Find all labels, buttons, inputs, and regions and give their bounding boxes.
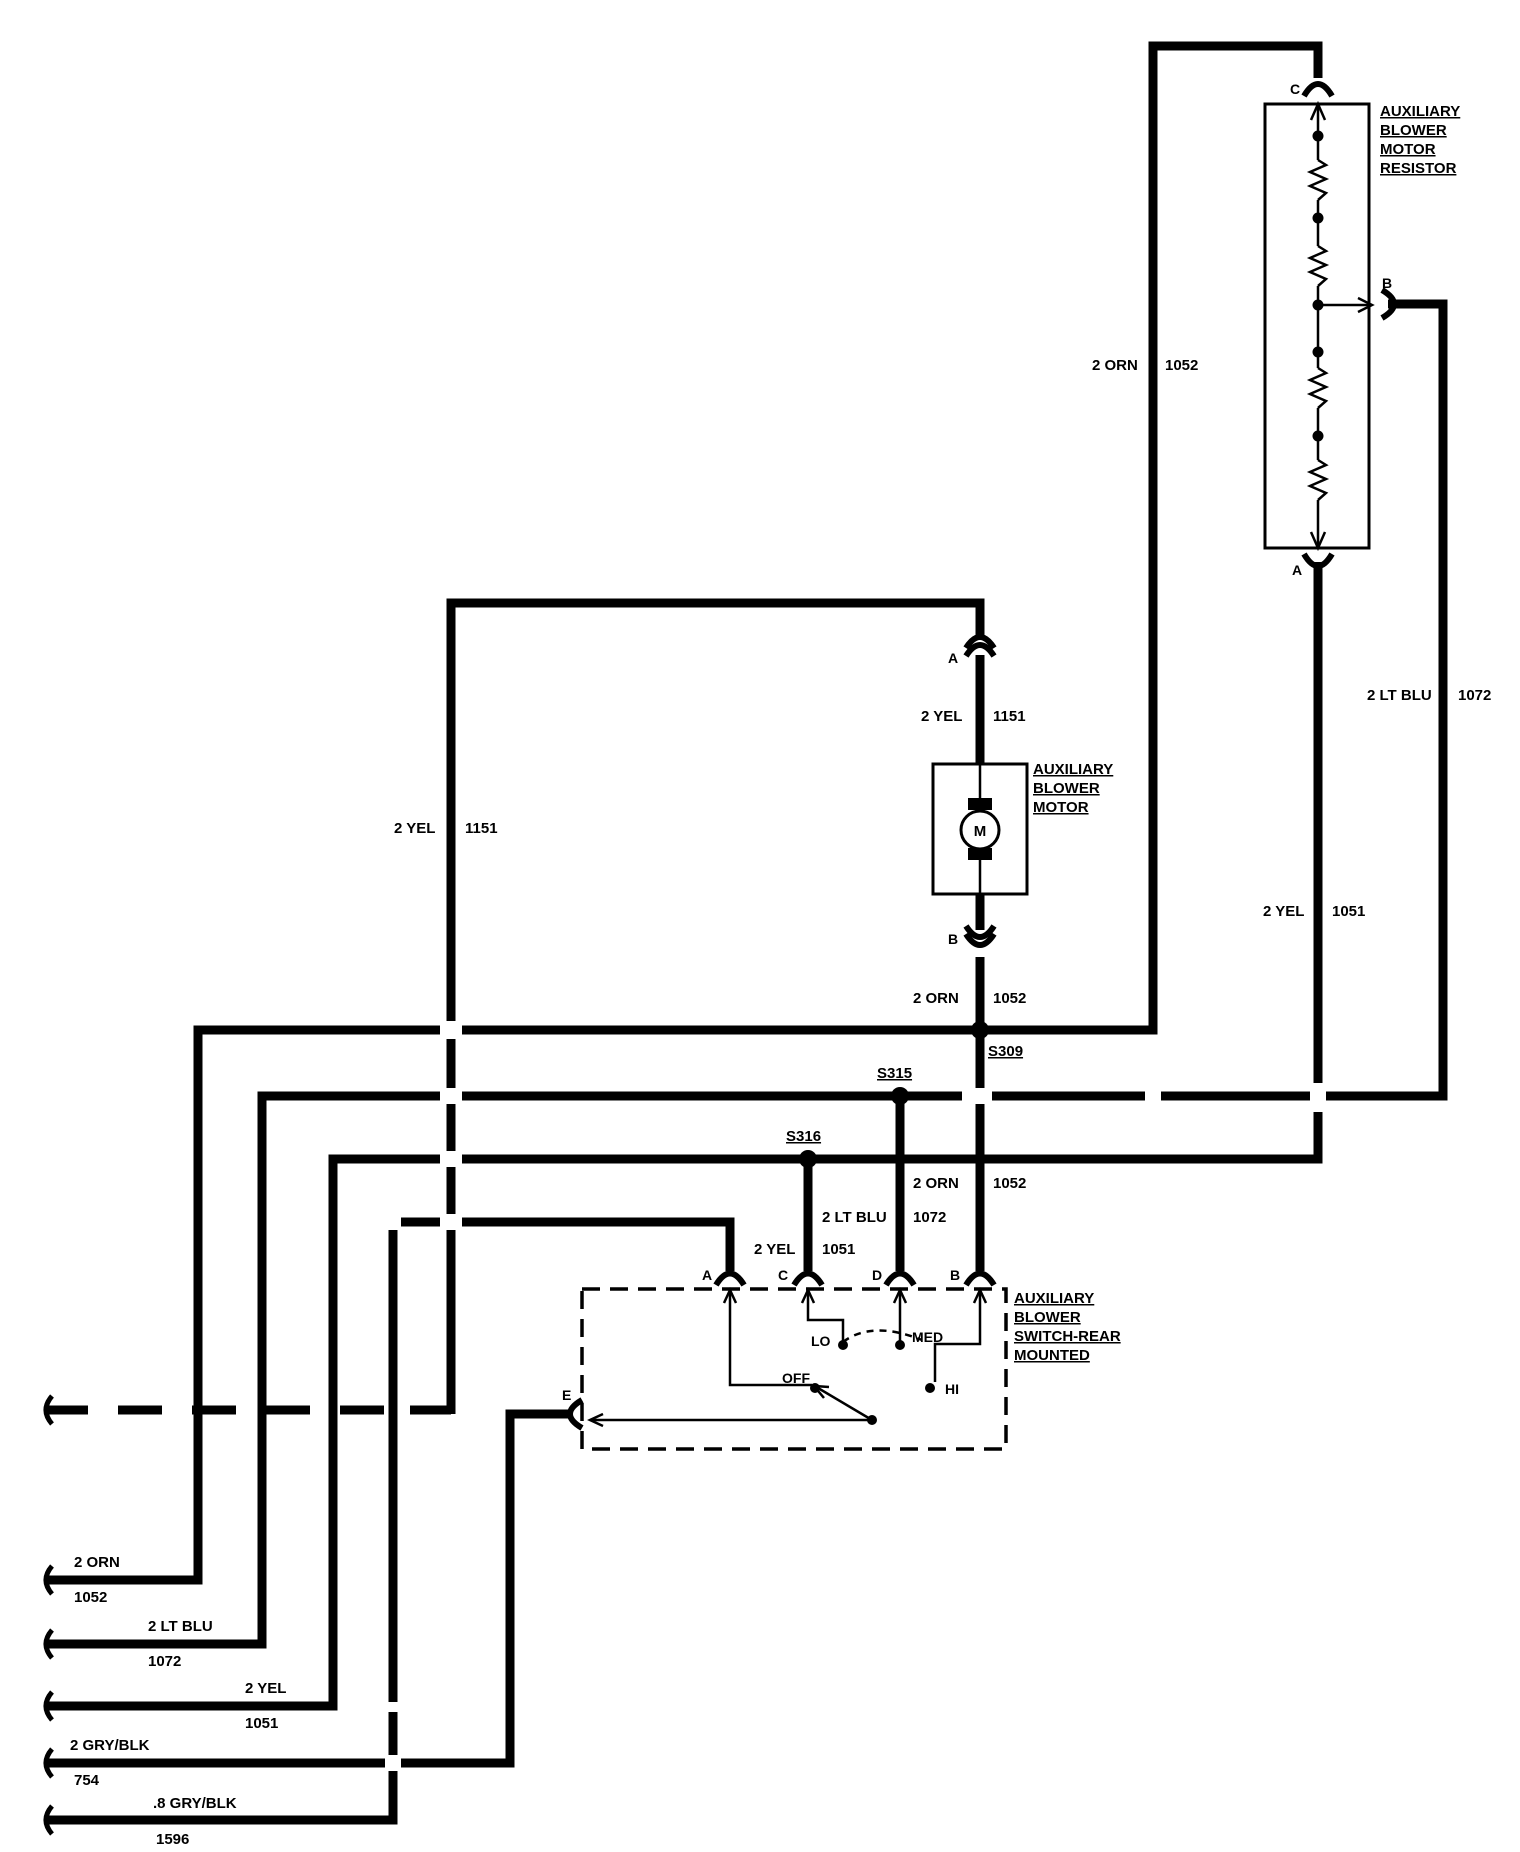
wires bbox=[44, 41, 1448, 1825]
harness-1-color: 2 LT BLU bbox=[148, 1618, 213, 1635]
switch-position-lo: LO bbox=[811, 1333, 831, 1349]
wire-label-yel-switch-circuit: 1051 bbox=[822, 1241, 855, 1258]
switch-pin-e-label: E bbox=[562, 1387, 571, 1403]
wire-label-ltblu-switch-circuit: 1072 bbox=[913, 1209, 946, 1226]
wire-labels: 2 ORN 1052 2 LT BLU 1072 2 YEL 1051 2 YE… bbox=[394, 357, 1491, 1258]
wire-label-yel-switch-color: 2 YEL bbox=[754, 1241, 795, 1258]
harness-3-circuit: 754 bbox=[74, 1772, 100, 1789]
auxiliary-blower-motor: M bbox=[931, 634, 1029, 948]
splice-s316-label: S316 bbox=[786, 1128, 821, 1145]
resistor-label-3: MOTOR bbox=[1380, 141, 1436, 158]
wire-label-orn-motor-circuit: 1052 bbox=[993, 990, 1026, 1007]
wire-label-orn-switch-color: 2 ORN bbox=[913, 1175, 959, 1192]
harness-4-color: .8 GRY/BLK bbox=[153, 1795, 237, 1812]
wire-label-orn-motor-color: 2 ORN bbox=[913, 990, 959, 1007]
wire-label-yel-motor-circuit: 1151 bbox=[993, 708, 1026, 725]
wire-ltblu-1072-right bbox=[988, 299, 1448, 1101]
harness-0-circuit: 1052 bbox=[74, 1589, 107, 1606]
wire-label-ltblu-right-circuit: 1072 bbox=[1458, 687, 1491, 704]
splices: S309 S315 S316 bbox=[786, 1021, 1023, 1168]
resistor-label-1: AUXILIARY bbox=[1380, 103, 1460, 120]
switch-label-1: AUXILIARY bbox=[1014, 1290, 1094, 1307]
motor-label-3: MOTOR bbox=[1033, 799, 1089, 816]
switch-label-2: BLOWER bbox=[1014, 1309, 1081, 1326]
switch-box bbox=[580, 1287, 1008, 1451]
wire-label-yel-right-circuit: 1051 bbox=[1332, 903, 1365, 920]
switch-pin-b bbox=[963, 1270, 997, 1287]
wire-label-ltblu-right-color: 2 LT BLU bbox=[1367, 687, 1432, 704]
harness-4-circuit: 1596 bbox=[156, 1831, 189, 1848]
splice-s309-label: S309 bbox=[988, 1043, 1023, 1060]
switch-pin-b-label: B bbox=[950, 1267, 960, 1283]
splice-s316-dot bbox=[799, 1150, 817, 1168]
resistor-label-2: BLOWER bbox=[1380, 122, 1447, 139]
switch-position-med: MED bbox=[912, 1329, 943, 1345]
wire-ltblu-1072-left bbox=[44, 1091, 970, 1649]
splice-s315-dot bbox=[891, 1087, 909, 1105]
motor-label-2: BLOWER bbox=[1033, 780, 1100, 797]
motor-label-1: AUXILIARY bbox=[1033, 761, 1113, 778]
harness-ends bbox=[43, 1394, 54, 1836]
harness-3-color: 2 GRY/BLK bbox=[70, 1737, 150, 1754]
resistor-pin-c bbox=[1301, 81, 1335, 98]
motor-pin-a bbox=[963, 642, 997, 658]
motor-pin-b bbox=[963, 924, 997, 940]
wire-label-yel-left-color: 2 YEL bbox=[394, 820, 435, 837]
pin-labels: C B A A B A C D B E bbox=[562, 81, 1392, 1403]
resistor-pin-b bbox=[1380, 287, 1397, 321]
crossover-gaps bbox=[385, 1022, 1326, 1771]
resistor-pin-c-label: C bbox=[1290, 81, 1300, 97]
wire-label-orn-switch-circuit: 1052 bbox=[993, 1175, 1026, 1192]
switch-label-4: MOUNTED bbox=[1014, 1347, 1090, 1364]
resistor-label-4: RESISTOR bbox=[1380, 160, 1457, 177]
wire-yel-1051-left bbox=[44, 1154, 808, 1711]
switch-pin-c bbox=[791, 1270, 825, 1287]
wire-label-orn-upper-circuit: 1052 bbox=[1165, 357, 1198, 374]
switch-position-off: OFF bbox=[782, 1370, 810, 1386]
switch-pin-e bbox=[567, 1397, 584, 1431]
switch-position-hi: HI bbox=[945, 1381, 959, 1397]
splice-s315-label: S315 bbox=[877, 1065, 912, 1082]
wire-orn-1052-left bbox=[44, 1025, 980, 1585]
harness-0-color: 2 ORN bbox=[74, 1554, 120, 1571]
wire-label-yel-right-color: 2 YEL bbox=[1263, 903, 1304, 920]
switch-pin-c-label: C bbox=[778, 1267, 788, 1283]
motor-pin-b-label: B bbox=[948, 931, 958, 947]
wire-label-ltblu-switch-color: 2 LT BLU bbox=[822, 1209, 887, 1226]
motor-symbol-label: M bbox=[974, 823, 987, 840]
wire-orn-1052-upper bbox=[983, 41, 1323, 1035]
component-labels: AUXILIARY BLOWER MOTOR RESISTOR AUXILIAR… bbox=[1014, 103, 1460, 1364]
auxiliary-blower-switch-rear-mounted: OFF LO MED HI bbox=[567, 1270, 1008, 1451]
auxiliary-blower-motor-resistor bbox=[1263, 81, 1397, 569]
switch-pin-a bbox=[713, 1270, 747, 1287]
switch-pin-d bbox=[883, 1270, 917, 1287]
harness-labels: 2 ORN 1052 2 LT BLU 1072 2 YEL 1051 2 GR… bbox=[70, 1554, 286, 1848]
resistor-pin-a-label: A bbox=[1292, 562, 1302, 578]
switch-pin-a-label: A bbox=[702, 1267, 712, 1283]
harness-1-circuit: 1072 bbox=[148, 1653, 181, 1670]
wire-label-yel-motor-color: 2 YEL bbox=[921, 708, 962, 725]
resistor-pin-a bbox=[1301, 552, 1335, 569]
switch-pin-d-label: D bbox=[872, 1267, 882, 1283]
switch-label-3: SWITCH-REAR bbox=[1014, 1328, 1121, 1345]
wire-yel-1051-right-lower bbox=[460, 1112, 1323, 1164]
motor-symbol bbox=[959, 809, 1001, 851]
splice-s309-dot bbox=[971, 1021, 989, 1039]
wire-label-orn-upper-color: 2 ORN bbox=[1092, 357, 1138, 374]
harness-2-color: 2 YEL bbox=[245, 1680, 286, 1697]
harness-2-circuit: 1051 bbox=[245, 1715, 278, 1732]
resistor-pin-b-label: B bbox=[1382, 275, 1392, 291]
motor-pin-a-label: A bbox=[948, 650, 958, 666]
wire-yel-1151 bbox=[446, 598, 985, 1021]
wire-label-yel-left-circuit: 1151 bbox=[465, 820, 498, 837]
wire-gry-754 bbox=[44, 1409, 572, 1768]
wire-gry-1596 bbox=[44, 1217, 735, 1825]
